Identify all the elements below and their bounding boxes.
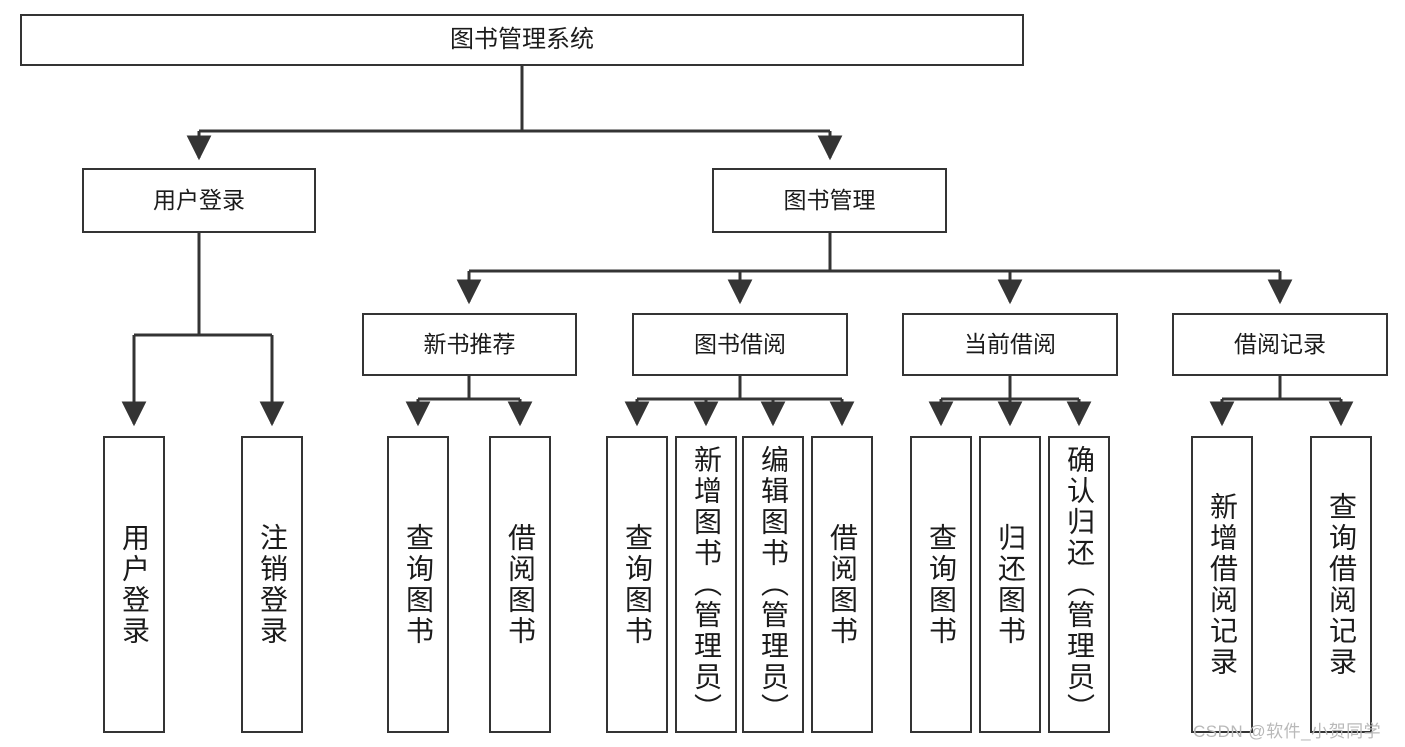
node-leaf-borrow-book-label: 借阅图书 xyxy=(827,522,858,647)
node-leaf-query-book-borrow-label: 查询图书 xyxy=(622,522,653,647)
node-leaf-query-borrow-record-label: 查询借阅记录 xyxy=(1326,491,1357,678)
node-leaf-borrow-book-new[interactable]: 借阅图书 xyxy=(489,436,551,733)
node-leaf-query-book-new-label: 查询图书 xyxy=(403,522,434,647)
node-leaf-confirm-return-admin-label: 确认归还（管理员） xyxy=(1064,445,1095,724)
node-book-borrow[interactable]: 图书借阅 xyxy=(632,313,848,376)
node-leaf-query-book-borrow[interactable]: 查询图书 xyxy=(606,436,668,733)
node-leaf-borrow-book[interactable]: 借阅图书 xyxy=(811,436,873,733)
node-leaf-add-borrow-record[interactable]: 新增借阅记录 xyxy=(1191,436,1253,733)
node-leaf-edit-book-admin[interactable]: 编辑图书（管理员） xyxy=(742,436,804,733)
node-leaf-add-book-admin[interactable]: 新增图书（管理员） xyxy=(675,436,737,733)
node-leaf-logout[interactable]: 注销登录 xyxy=(241,436,303,733)
node-leaf-return-book-label: 归还图书 xyxy=(995,522,1026,647)
node-book-management[interactable]: 图书管理 xyxy=(712,168,947,233)
node-leaf-add-borrow-record-label: 新增借阅记录 xyxy=(1207,491,1238,678)
node-book-borrow-label: 图书借阅 xyxy=(694,331,786,358)
node-borrow-record[interactable]: 借阅记录 xyxy=(1172,313,1388,376)
node-leaf-borrow-book-new-label: 借阅图书 xyxy=(505,522,536,647)
node-leaf-confirm-return-admin[interactable]: 确认归还（管理员） xyxy=(1048,436,1110,733)
node-new-book-recommend-label: 新书推荐 xyxy=(423,331,516,358)
node-leaf-edit-book-admin-label: 编辑图书（管理员） xyxy=(758,445,789,724)
node-current-borrow-label: 当前借阅 xyxy=(964,331,1056,358)
node-leaf-logout-label: 注销登录 xyxy=(257,522,288,647)
node-user-login-label: 用户登录 xyxy=(153,187,245,214)
node-leaf-user-login[interactable]: 用户登录 xyxy=(103,436,165,733)
node-leaf-return-book[interactable]: 归还图书 xyxy=(979,436,1041,733)
node-root-label: 图书管理系统 xyxy=(450,26,594,54)
watermark: CSDN @软件_小贺同学 xyxy=(1193,722,1382,741)
node-root[interactable]: 图书管理系统 xyxy=(20,14,1024,66)
node-leaf-query-book-new[interactable]: 查询图书 xyxy=(387,436,449,733)
node-new-book-recommend[interactable]: 新书推荐 xyxy=(362,313,577,376)
node-leaf-user-login-label: 用户登录 xyxy=(119,522,150,647)
node-leaf-query-book-current[interactable]: 查询图书 xyxy=(910,436,972,733)
node-borrow-record-label: 借阅记录 xyxy=(1234,331,1326,358)
node-leaf-add-book-admin-label: 新增图书（管理员） xyxy=(691,445,722,724)
node-leaf-query-book-current-label: 查询图书 xyxy=(926,522,957,647)
node-current-borrow[interactable]: 当前借阅 xyxy=(902,313,1118,376)
node-user-login[interactable]: 用户登录 xyxy=(82,168,316,233)
node-book-management-label: 图书管理 xyxy=(783,187,876,214)
node-leaf-query-borrow-record[interactable]: 查询借阅记录 xyxy=(1310,436,1372,733)
